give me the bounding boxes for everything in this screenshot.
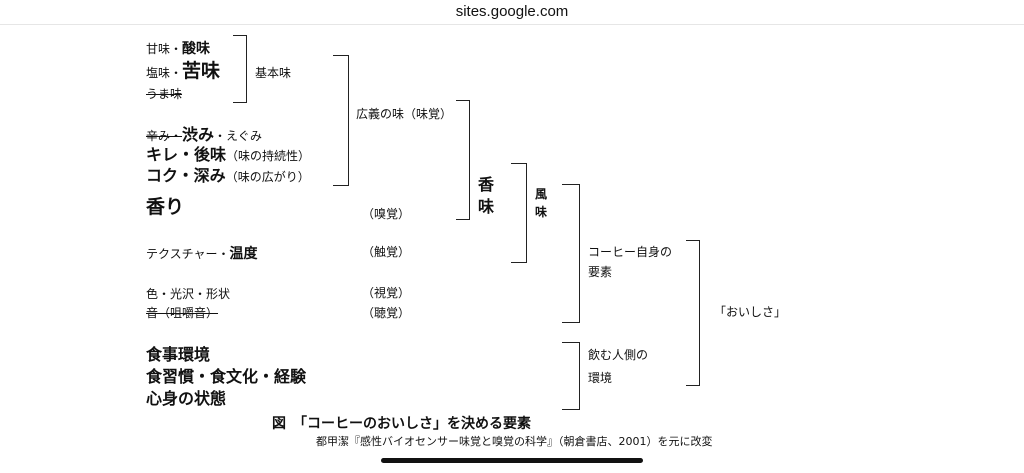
label-kouka-1: 香 [478,175,495,194]
environment-line-2: 食習慣・食文化・経験 [146,367,307,386]
taste-big-label: コク・深み [146,166,226,185]
texture-label: テクスチャー・温度 [146,245,258,261]
environment-line-1: 食事環境 [146,345,211,364]
taste-umami: うま味 [146,87,183,101]
taste-big-label: 苦味 [182,60,221,82]
bracket-broad-taste [333,55,349,186]
taste-small-label: 辛み・ [146,129,183,143]
sense-tactile: （触覚） [362,245,411,259]
caption-title: 図 「コーヒーのおいしさ」を決める要素 [272,416,531,432]
sense-auditory: （聴覚） [362,306,411,320]
taste-paren-label: （味の持続性） [226,149,311,163]
environment-line-3: 心身の状態 [146,389,227,408]
bracket-drinker-env [562,342,580,410]
taste-big-label: キレ・後味 [146,145,227,164]
sound-label: 音（咀嚼音） [146,306,219,320]
taste-big-label: 渋み [182,125,215,144]
taste-pungent-astringent: 辛み・渋み・えぐみ [146,127,262,143]
texture-big-label: 温度 [229,246,258,262]
bracket-coffee-factors [562,184,580,323]
taste-koku: コク・深み（味の広がり） [146,168,310,184]
taste-sweet-sour: 甘味・酸味 [146,40,210,56]
bracket-kouka [456,100,470,220]
sense-olfactory: （嗅覚） [362,207,411,221]
taste-salty-bitter: 塩味・苦味 [146,62,220,81]
taste-kire: キレ・後味（味の持続性） [146,147,310,163]
label-coffee-factors-1: コーヒー自身の [588,245,673,259]
label-fuumi-2: 味 [535,205,548,219]
color-shape-label: 色・光沢・形状 [146,287,231,301]
taste-paren-label: （味の広がり） [225,170,310,184]
texture-small-label: テクスチャー・ [146,247,230,261]
label-coffee-factors-2: 要素 [588,265,613,279]
taste-small-label: 甘味・ [146,42,183,56]
bracket-fuumi [511,163,527,263]
bracket-basic-taste [233,35,247,103]
sense-visual: （視覚） [362,286,411,300]
label-drinker-env-2: 環境 [588,371,613,385]
address-bar[interactable]: sites.google.com [0,0,1024,25]
label-kouka-2: 味 [478,197,495,216]
taste-tail-label: ・えぐみ [214,129,263,143]
label-basic-taste: 基本味 [255,66,292,80]
bracket-deliciousness [686,240,700,386]
label-fuumi-1: 風 [535,187,548,201]
aroma-label: 香り [146,196,185,218]
taste-big-label: 酸味 [182,41,211,57]
home-indicator[interactable] [381,458,643,463]
caption-source: 都甲潔『感性バイオセンサー味覚と嗅覚の科学』（朝倉書店、2001）を元に改変 [316,435,713,448]
label-drinker-env-1: 飲む人側の [588,348,649,362]
taste-small-label: 塩味・ [146,66,183,80]
url-text: sites.google.com [455,3,569,20]
label-deliciousness: 「おいしさ」 [714,305,787,319]
label-broad-taste: 広義の味（味覚） [356,107,453,121]
